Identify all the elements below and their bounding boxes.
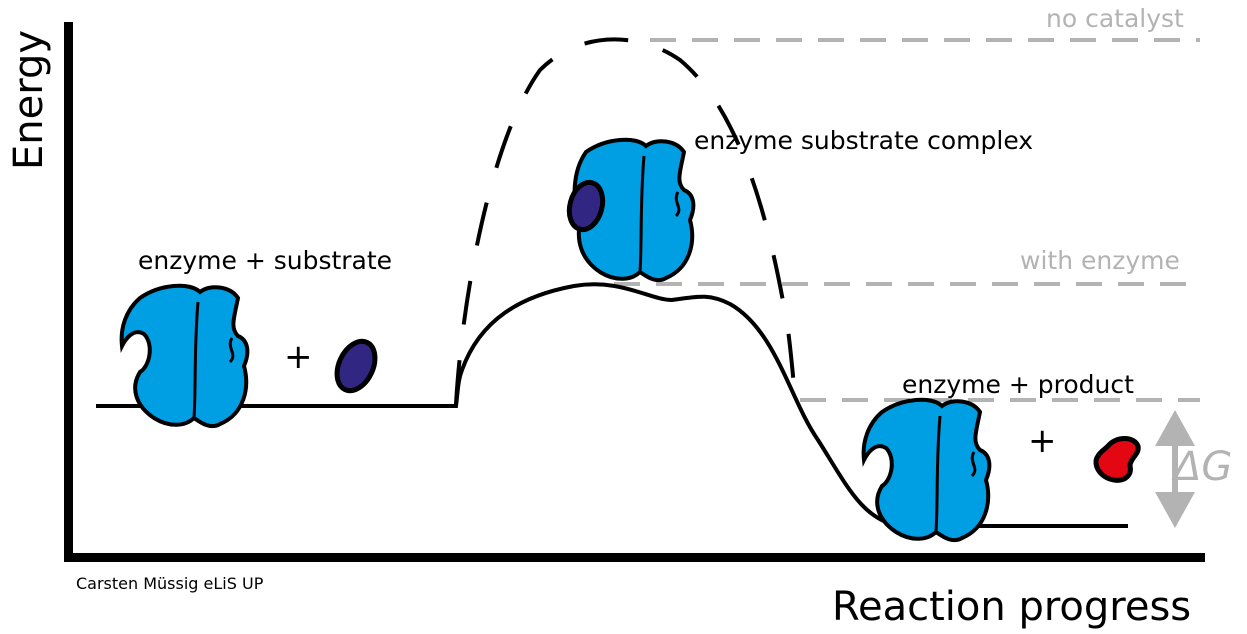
y-axis-line xyxy=(64,22,73,562)
arrow-down-icon xyxy=(1155,492,1195,528)
axes xyxy=(64,22,1205,562)
complex-label: enzyme substrate complex xyxy=(694,126,1034,155)
y-axis-label: Energy xyxy=(6,29,52,170)
arrow-shaft xyxy=(1172,444,1178,502)
plus-sign-reactants: + xyxy=(284,337,313,377)
enzyme-substrate-complex-icon xyxy=(566,137,696,283)
no-catalyst-curve xyxy=(454,37,798,405)
product-icon xyxy=(1093,436,1141,483)
delta-g-arrow xyxy=(1155,410,1195,528)
products-label: enzyme + product xyxy=(902,370,1134,399)
x-axis-label: Reaction progress xyxy=(832,584,1192,630)
reactants-label: enzyme + substrate xyxy=(138,246,393,275)
arrow-up-icon xyxy=(1155,410,1195,446)
substrate-icon xyxy=(334,338,378,394)
reference-lines xyxy=(614,38,1200,402)
x-axis-line xyxy=(64,553,1205,562)
with-enzyme-curve xyxy=(96,282,1128,528)
credit-text: Carsten Müssig eLiS UP xyxy=(76,574,264,593)
enzyme-icon-products xyxy=(861,397,992,543)
no-catalyst-label: no catalyst xyxy=(1046,4,1184,33)
with-enzyme-label: with enzyme xyxy=(1020,246,1180,275)
delta-g-label: ΔG xyxy=(1174,444,1233,490)
plus-sign-products: + xyxy=(1028,421,1057,461)
enzyme-icon-reactants xyxy=(119,283,250,429)
